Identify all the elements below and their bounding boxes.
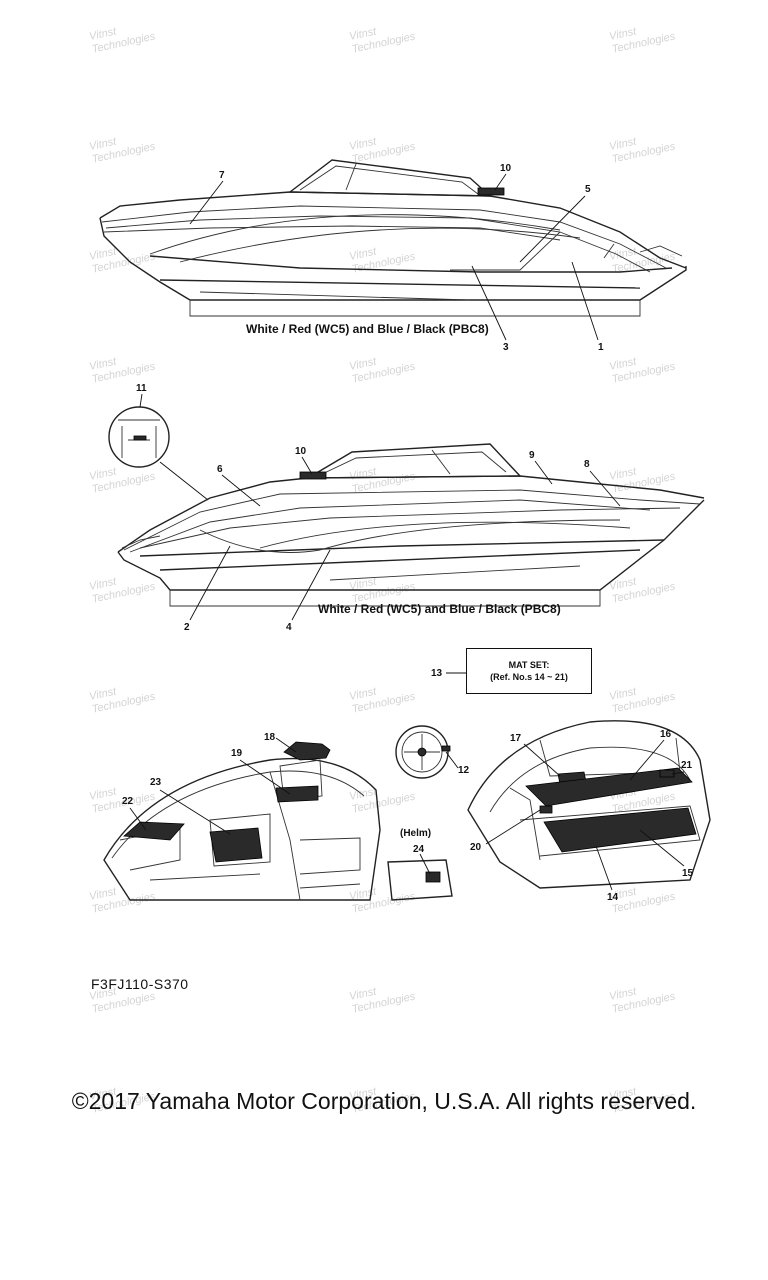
mat-set-box: MAT SET: (Ref. No.s 14 ~ 21)	[466, 648, 592, 694]
copyright-notice: ©2017 Yamaha Motor Corporation, U.S.A. A…	[71, 1088, 697, 1114]
mat-19	[275, 785, 319, 803]
watermark-line1: Vitnst	[348, 1085, 378, 1103]
callout-24: 24	[413, 844, 425, 855]
steering-wheel	[395, 725, 449, 779]
detail-circle	[108, 406, 170, 468]
helm-label: (Helm)	[400, 828, 431, 839]
watermark-line1: Vitnst	[608, 885, 638, 903]
watermark-line1: Vitnst	[88, 985, 118, 1003]
watermark-line1: Vitnst	[88, 245, 118, 263]
yamaha-logo-decal-bottom	[299, 471, 327, 480]
watermark-line1: Vitnst	[348, 985, 378, 1003]
watermark-line1: Vitnst	[348, 575, 378, 593]
watermark-line1: Vitnst	[88, 575, 118, 593]
watermark-line1: Vitnst	[348, 465, 378, 483]
steering-logo	[441, 745, 451, 752]
figure-code: F3FJ110-S370	[91, 976, 189, 992]
callout-7: 7	[219, 170, 225, 181]
watermark-line1: Vitnst	[348, 685, 378, 703]
callout-23: 23	[150, 777, 162, 788]
watermark-line1: Vitnst	[608, 575, 638, 593]
callout-3: 3	[503, 342, 509, 353]
mat-18	[283, 741, 331, 761]
callout-10-top: 10	[500, 163, 512, 174]
callout-6: 6	[217, 464, 223, 475]
mat-24	[425, 871, 441, 883]
stern-deck-illustration	[467, 720, 711, 889]
cockpit-illustration	[103, 725, 453, 901]
watermark-line1: Vitnst	[608, 355, 638, 373]
callouts-top: 7 10 5 1 3 White / Red (WC5) and Blue / …	[189, 163, 604, 353]
callout-8: 8	[584, 459, 590, 470]
callout-19: 19	[231, 748, 243, 759]
watermark-line1: Vitnst	[608, 25, 638, 43]
callout-4: 4	[286, 622, 292, 633]
watermark-line1: Vitnst	[348, 355, 378, 373]
watermark-line1: Vitnst	[608, 465, 638, 483]
watermark-line1: Vitnst	[348, 245, 378, 263]
callout-12: 12	[458, 765, 470, 776]
watermark-line1: Vitnst	[88, 1085, 118, 1103]
callout-22: 22	[122, 796, 134, 807]
callout-21: 21	[681, 760, 693, 771]
watermark-line1: Vitnst	[88, 785, 118, 803]
mat-22	[123, 821, 185, 841]
watermark-line1: Vitnst	[88, 685, 118, 703]
watermark-line1: Vitnst	[88, 465, 118, 483]
watermark-line1: Vitnst	[608, 1085, 638, 1103]
caption-bottom-boat: White / Red (WC5) and Blue / Black (PBC8…	[318, 602, 561, 616]
mat-23	[209, 827, 263, 863]
callout-17: 17	[510, 733, 522, 744]
caption-top-boat: White / Red (WC5) and Blue / Black (PBC8…	[246, 322, 489, 336]
callout-1: 1	[598, 342, 604, 353]
watermark-line1: Vitnst	[348, 25, 378, 43]
callout-15: 15	[682, 868, 694, 879]
callout-11: 11	[136, 383, 147, 394]
mat-20	[539, 805, 553, 814]
callout-10-bottom: 10	[295, 446, 307, 457]
mat-set-title: MAT SET:	[508, 660, 550, 670]
watermark-line1: Vitnst	[88, 25, 118, 43]
watermark-line1: Vitnst	[608, 685, 638, 703]
callout-2: 2	[184, 622, 190, 633]
boat-bottom-illustration	[108, 406, 705, 607]
watermark-line1: Vitnst	[88, 135, 118, 153]
watermark-line1: Vitnst	[88, 885, 118, 903]
callouts-cockpit: 18 19 23 22 12 (Helm) 24	[122, 732, 470, 875]
callout-16: 16	[660, 729, 672, 740]
callout-5: 5	[585, 184, 591, 195]
callout-9: 9	[529, 450, 535, 461]
callout-14: 14	[607, 892, 619, 903]
callouts-bottom: 11 10 6 9 8 2 4 White / Red (WC5) and Bl…	[136, 383, 621, 633]
callouts-stern: 17 16 21 20 15 14	[470, 729, 694, 903]
mat-21	[659, 769, 675, 778]
mat-set-callout: 13	[431, 668, 466, 679]
watermark-line1: Vitnst	[88, 355, 118, 373]
watermark-line1: Vitnst	[348, 135, 378, 153]
watermark-line1: Vitnst	[608, 985, 638, 1003]
mat-14-15	[543, 807, 697, 853]
callout-18: 18	[264, 732, 276, 743]
mat-16	[525, 767, 693, 807]
mat-set-refs: (Ref. No.s 14 ~ 21)	[490, 672, 568, 682]
callout-20: 20	[470, 842, 482, 853]
yamaha-logo-decal-top	[477, 187, 505, 196]
boat-top-illustration	[99, 159, 687, 317]
watermark-line1: Vitnst	[608, 135, 638, 153]
callout-13: 13	[431, 668, 443, 679]
